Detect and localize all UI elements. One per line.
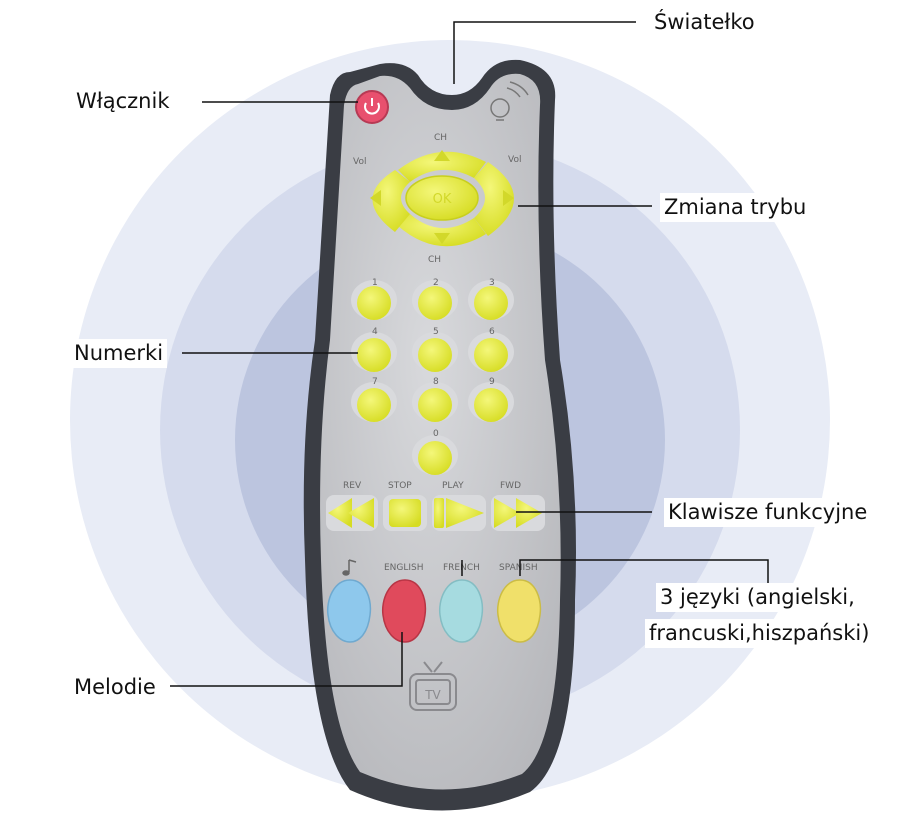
dpad-up-button[interactable] bbox=[398, 151, 486, 182]
power-icon bbox=[364, 98, 380, 115]
arrow-left-icon bbox=[370, 190, 381, 206]
dpad-left-button[interactable] bbox=[372, 170, 411, 232]
music-note-icon bbox=[342, 559, 357, 576]
language-label-english: ENGLISH bbox=[384, 563, 424, 573]
label-light: Światełko bbox=[650, 8, 759, 38]
ch-bottom-label: CH bbox=[428, 255, 441, 265]
rewind-button[interactable] bbox=[326, 495, 378, 531]
digit-labels: 1 2 3 4 5 6 7 8 9 0 bbox=[372, 278, 495, 439]
power-button[interactable] bbox=[355, 90, 389, 124]
label-languages-line2: francuski,hiszpański) bbox=[645, 619, 874, 649]
arrow-down-icon bbox=[434, 233, 450, 244]
digit-button-1[interactable] bbox=[357, 286, 391, 320]
french-button[interactable] bbox=[438, 579, 484, 643]
label-melodies: Melodie bbox=[70, 673, 160, 703]
label-numbers: Numerki bbox=[70, 339, 168, 369]
digit-label-3: 3 bbox=[489, 278, 495, 288]
vol-right-label: Vol bbox=[508, 155, 521, 165]
digit-button-9[interactable] bbox=[474, 388, 508, 422]
ch-top-label: CH bbox=[434, 133, 447, 143]
digit-label-5: 5 bbox=[433, 327, 439, 337]
rewind-icon bbox=[328, 498, 374, 528]
fast-forward-button[interactable] bbox=[491, 495, 545, 531]
function-labels: REV STOP PLAY FWD bbox=[343, 481, 521, 491]
dpad-down-button[interactable] bbox=[398, 214, 486, 247]
stop-button[interactable] bbox=[383, 495, 427, 531]
digit-buttons bbox=[357, 286, 508, 475]
ok-button[interactable] bbox=[405, 175, 479, 221]
english-button[interactable] bbox=[381, 579, 427, 643]
arrow-up-icon bbox=[434, 150, 450, 161]
digit-label-1: 1 bbox=[372, 278, 378, 288]
language-label-spanish: SPANISH bbox=[499, 563, 538, 573]
arrow-right-icon bbox=[503, 190, 514, 206]
digit-button-5[interactable] bbox=[418, 338, 452, 372]
play-icon bbox=[446, 498, 484, 528]
function-label-stop: STOP bbox=[388, 481, 412, 491]
play-button[interactable] bbox=[432, 495, 486, 531]
vol-left-label: Vol bbox=[353, 157, 366, 167]
leader-light bbox=[453, 21, 636, 84]
digit-button-6[interactable] bbox=[474, 338, 508, 372]
function-label-rev: REV bbox=[343, 481, 362, 491]
dpad-right-button[interactable] bbox=[474, 162, 514, 236]
digit-label-2: 2 bbox=[433, 278, 439, 288]
tv-label: TV bbox=[424, 688, 441, 702]
digit-button-3[interactable] bbox=[474, 286, 508, 320]
melody-button[interactable] bbox=[326, 579, 372, 643]
digit-button-8[interactable] bbox=[418, 388, 452, 422]
function-label-play: PLAY bbox=[442, 481, 464, 491]
leader-lang-2 bbox=[519, 559, 769, 584]
bulb-icon bbox=[490, 81, 529, 121]
function-label-fwd: FWD bbox=[500, 481, 521, 491]
tv-icon bbox=[409, 661, 457, 711]
digit-button-7[interactable] bbox=[357, 388, 391, 422]
leader-melody bbox=[170, 632, 403, 687]
digit-label-8: 8 bbox=[433, 377, 439, 387]
label-power: Włącznik bbox=[76, 89, 170, 113]
digit-label-4: 4 bbox=[372, 327, 378, 337]
stop-icon bbox=[389, 499, 421, 527]
label-languages-line1: 3 języki (angielski, bbox=[656, 583, 859, 613]
ok-label: OK bbox=[433, 192, 452, 207]
label-function-keys: Klawisze funkcyjne bbox=[664, 498, 872, 528]
digit-button-2[interactable] bbox=[418, 286, 452, 320]
digit-button-4[interactable] bbox=[357, 338, 391, 372]
spanish-button[interactable] bbox=[496, 579, 542, 643]
digit-label-7: 7 bbox=[372, 377, 378, 387]
digit-button-0[interactable] bbox=[418, 441, 452, 475]
leader-lines bbox=[170, 21, 769, 687]
label-mode: Zmiana trybu bbox=[660, 193, 811, 223]
fast-forward-icon bbox=[494, 498, 542, 528]
digit-label-9: 9 bbox=[489, 377, 495, 387]
digit-label-6: 6 bbox=[489, 327, 495, 337]
digit-label-0: 0 bbox=[433, 429, 439, 439]
